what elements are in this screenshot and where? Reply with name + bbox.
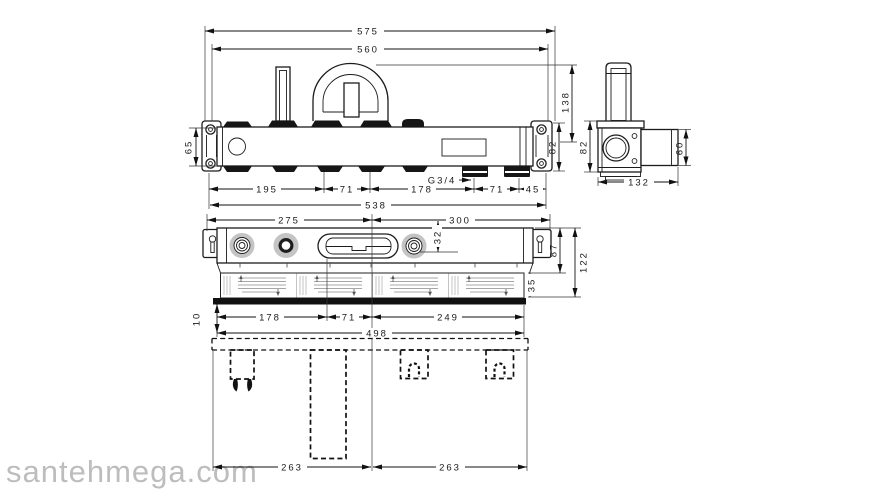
thread-label-g34: G3/4 [428,175,457,186]
dim-132: 132 [628,177,650,188]
dim-87: 87 [548,243,559,258]
dim-122: 122 [578,251,589,273]
clip-staple-a [407,362,421,377]
side-outlet-cylinder [640,128,679,167]
dim-10: 10 [191,312,202,327]
side-riser-tube [605,62,632,121]
dim-275: 275 [278,215,300,226]
dim-45: 45 [526,184,541,195]
g34-port [462,166,530,177]
clip-staple-b [493,362,506,377]
dim-82-side: 82 [578,140,589,155]
dim-195: 195 [256,184,278,195]
dim-498: 498 [366,328,388,339]
side-flange [596,120,645,129]
port-circle-3 [401,233,427,259]
dim-65: 65 [183,140,194,155]
valve-cartridge-circle [602,134,630,162]
bottom-template-drawing: 263 263 [211,337,529,473]
front-view-drawing: 275 300 32 87 122 35 10 178 [191,214,589,471]
hook-claw-right [247,379,253,392]
dim-249: 249 [437,312,459,323]
screw-hole [228,137,246,156]
wall-surface-bar [213,298,526,305]
side-valve-body [597,127,642,173]
dim-138: 138 [560,91,571,113]
dim-575: 575 [357,26,379,37]
dim-71-front: 71 [342,312,357,323]
spout-slot [317,233,399,259]
dim-32: 32 [432,230,443,245]
dim-82-top: 82 [547,140,558,155]
side-view-drawing: 82 60 132 [578,62,691,188]
dim-560: 560 [357,44,379,55]
hook-cutout [229,349,255,380]
dim-263-right: 263 [439,462,461,473]
dim-71-b: 71 [490,184,505,195]
valve-body-top [216,126,534,167]
clip-cutout-b [485,349,515,380]
spout-cutout [309,349,347,460]
dim-538: 538 [365,200,387,211]
arch-center-port [343,82,360,118]
arch-guard [312,62,389,121]
watermark: santehmega.com [6,454,258,489]
dim-263-left: 263 [281,462,303,473]
dim-71-a: 71 [340,184,355,195]
clip-cutout-a [399,349,429,380]
top-view-drawing: 575 560 138 65 82 195 71 178 [183,26,577,211]
dim-300: 300 [449,215,471,226]
dim-178-front: 178 [259,312,281,323]
label-plate [441,138,487,157]
hook-claw-left [232,379,238,392]
riser-tube [275,66,291,122]
port-circle-2 [273,233,299,258]
dim-178-top: 178 [411,184,433,195]
dim-60: 60 [674,141,685,156]
port-circle-1 [229,233,255,258]
dim-35: 35 [526,278,537,293]
